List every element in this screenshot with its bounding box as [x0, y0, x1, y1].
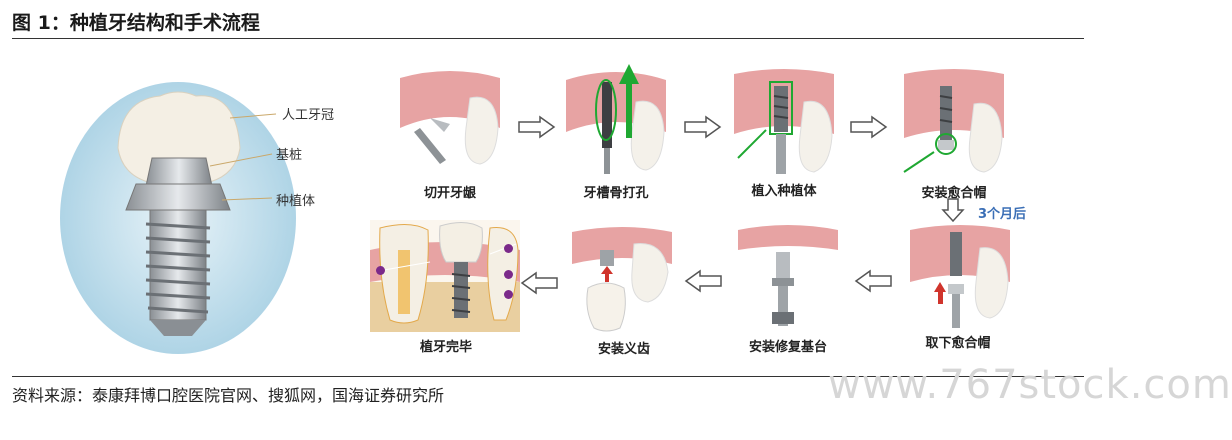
step-crown-image	[572, 227, 672, 336]
indicator-dot	[376, 266, 385, 275]
crown-install-drawing	[572, 227, 672, 332]
source-note: 资料来源：泰康拜博口腔医院官网、搜狐网，国海证券研究所	[12, 386, 445, 405]
healing-cap-drawing	[903, 69, 1004, 173]
implant-complete-drawing	[370, 220, 520, 332]
indicator-dot	[504, 290, 513, 299]
step-complete-image	[370, 220, 520, 332]
step-implant-placement-image	[734, 66, 834, 174]
step-label-8: 植牙完毕	[419, 340, 472, 355]
arrow-right-icon	[518, 115, 556, 139]
step-label-7: 安装义齿	[597, 342, 650, 357]
implant-placement-drawing	[734, 69, 834, 174]
indicator-dot	[504, 270, 513, 279]
step-healing-cap-image	[903, 68, 1004, 176]
title-rule	[12, 38, 1084, 39]
watermark: www.767stock.com	[828, 362, 1232, 408]
step-label-1: 切开牙龈	[423, 186, 476, 201]
drilling-drawing	[566, 64, 666, 174]
step-drilling-image	[566, 62, 666, 174]
arrow-left-icon	[684, 269, 722, 293]
step-label-3: 植入种植体	[751, 184, 817, 199]
implant-anatomy-illustration: 人工牙冠 基桩 种植体	[60, 78, 336, 356]
step-label-5: 取下愈合帽	[925, 336, 991, 351]
arrow-right-icon	[850, 115, 888, 139]
step-label-6: 安装修复基台	[748, 340, 827, 355]
arrow-left-icon	[520, 271, 558, 295]
gum-incision-drawing	[400, 71, 500, 165]
abutment-install-drawing	[738, 225, 838, 326]
arrow-right-icon	[684, 115, 722, 139]
implant-anatomy-drawing	[60, 82, 296, 354]
step-label-4: 安装愈合帽	[921, 186, 987, 201]
step-gum-incision-image	[400, 68, 500, 176]
indicator-dot	[504, 244, 513, 253]
step-abutment-image	[738, 225, 838, 334]
figure-title: 图 1：种植牙结构和手术流程	[12, 12, 260, 34]
source-rule	[12, 376, 1084, 377]
wait-period-note: 3个月后	[978, 207, 1027, 222]
label-abutment: 基桩	[276, 148, 303, 163]
label-artificial-crown: 人工牙冠	[282, 108, 335, 123]
step-remove-healing-cap-image	[910, 225, 1010, 334]
arrow-down-icon	[941, 198, 965, 223]
step-label-2: 牙槽骨打孔	[583, 186, 649, 201]
label-implant: 种植体	[276, 194, 316, 209]
remove-healing-cap-drawing	[910, 225, 1010, 328]
arrow-left-icon	[854, 269, 892, 293]
